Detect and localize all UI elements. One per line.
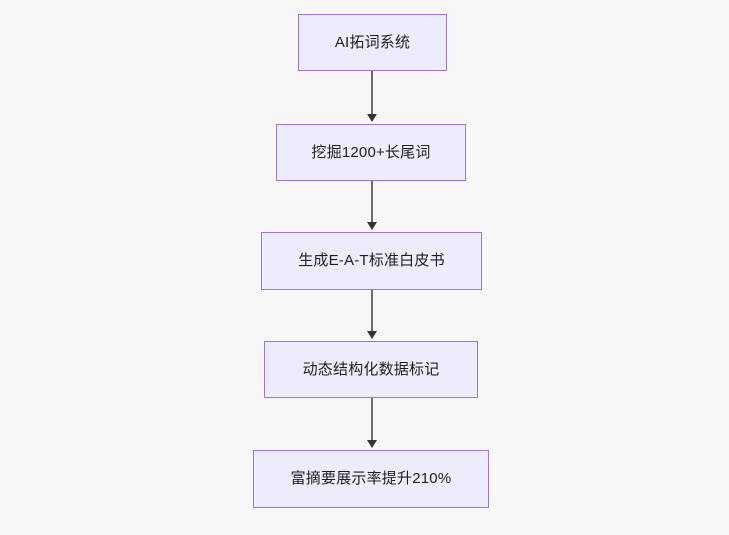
flow-node-label: 生成E-A-T标准白皮书	[298, 252, 445, 269]
flow-node-label: 富摘要展示率提升210%	[290, 470, 452, 487]
flow-node-rich-snippet-result[interactable]: 富摘要展示率提升210%	[253, 450, 489, 508]
arrowhead-2	[367, 222, 377, 230]
connector-line-3	[371, 290, 373, 333]
flow-node-eat-whitepaper[interactable]: 生成E-A-T标准白皮书	[261, 232, 482, 290]
flow-node-label: AI拓词系统	[334, 33, 411, 51]
flow-node-structured-data-markup[interactable]: 动态结构化数据标记	[264, 341, 478, 398]
connector-line-4	[371, 398, 373, 442]
flow-node-ai-keyword-system[interactable]: AI拓词系统	[298, 14, 447, 71]
flow-node-longtail-mining[interactable]: 挖掘1200+长尾词	[276, 124, 466, 181]
arrowhead-4	[367, 440, 377, 448]
arrowhead-3	[367, 331, 377, 339]
arrowhead-1	[367, 114, 377, 122]
flow-node-label: 挖掘1200+长尾词	[311, 143, 431, 161]
connector-line-2	[371, 181, 373, 224]
flow-node-label: 动态结构化数据标记	[302, 360, 440, 378]
connector-line-1	[371, 71, 373, 116]
